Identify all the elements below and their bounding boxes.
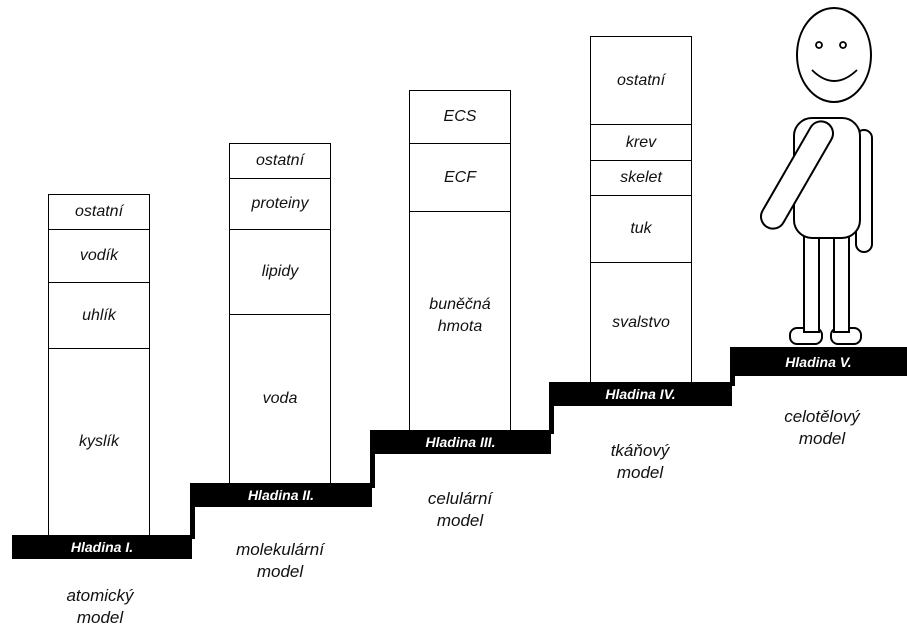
segment-water: voda [230,314,330,483]
composition-column-level-4: ostatní krev skelet tuk svalstvo [590,36,692,383]
segment-ecs: ECS [443,108,477,125]
step-level-5: Hladina V. [730,347,907,376]
segment-hydrogen: vodík [49,229,149,282]
composition-column-level-3: ECS ECF buněčná hmota [409,90,511,431]
step-label: Hladina III. [425,434,496,450]
segment-muscle: svalstvo [591,262,691,382]
step-level-1: Hladina I. [12,535,192,559]
composition-column-level-2: ostatní proteiny lipidy voda [229,143,331,484]
segment-other: ostatní [616,71,666,89]
composition-column-level-1: ostatní vodík uhlík kyslík [48,194,150,536]
caption-level-3: celulární model [427,489,493,530]
step-label: Hladina V. [785,353,852,370]
step-level-3: Hladina III. [370,430,551,454]
step-label: Hladina I. [70,539,134,555]
segment-other: ostatní [74,203,124,220]
segment-oxygen: kyslík [49,348,149,535]
segment-carbon: uhlík [49,282,149,348]
segment-skeleton: skelet [591,160,691,195]
step-riser [190,483,195,539]
step-label: Hladina II. [247,487,315,503]
smile [811,69,858,82]
left-arm [760,120,834,230]
caption-level-4: tkáňový model [610,441,670,482]
caption-level-2: molekulární model [236,540,324,581]
caption-level-5: celotělový model [784,407,860,448]
step-label: Hladina IV. [605,386,676,402]
segment-lipids: lipidy [230,229,330,314]
head [796,7,872,103]
left-leg [803,231,820,333]
right-eye [839,41,847,49]
step-riser [549,382,554,434]
segment-ecf: ECF [410,143,510,211]
segment-cell-mass: buněčná hmota [410,211,510,430]
segment-blood: krev [591,124,691,160]
caption-level-1: atomický model [66,586,134,627]
step-riser [370,430,375,488]
segment-proteins: proteiny [230,178,330,229]
step-riser [730,347,735,386]
segment-other: ostatní [255,152,305,169]
right-leg [833,231,850,333]
step-level-4: Hladina IV. [549,382,732,406]
step-level-2: Hladina II. [190,483,372,507]
left-eye [815,41,823,49]
segment-fat: tuk [591,195,691,262]
